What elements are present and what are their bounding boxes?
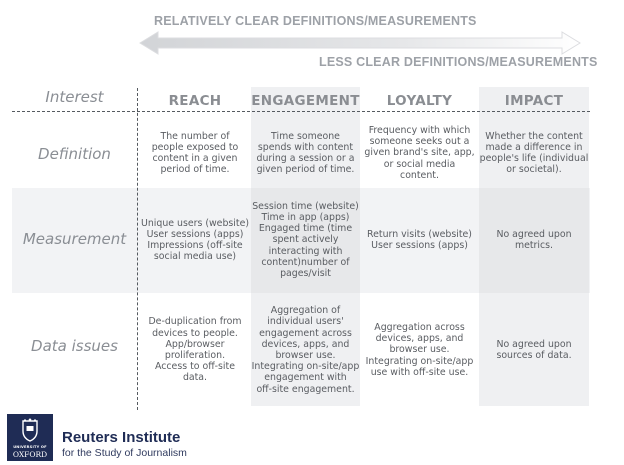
cell-engagement-data-issues: Aggregation of individual users' engagem… (251, 305, 360, 395)
institute-subtitle: for the Study of Journalism (62, 447, 187, 459)
column-header-engagement: ENGAGEMENT (251, 93, 360, 109)
oxford-crest-icon (22, 418, 38, 442)
cell-reach-definition: The number of people exposed to content … (151, 130, 239, 176)
scale-label-clear: RELATIVELY CLEAR DEFINITIONS/MEASUREMENT… (154, 14, 477, 28)
corner-label-interest: Interest (45, 88, 104, 106)
cell-impact-definition: Whether the content made a difference in… (479, 130, 589, 176)
cell-loyalty-measurement: Return visits (website) User sessions (a… (367, 228, 472, 251)
impact-measure-shade (479, 188, 589, 293)
column-header-reach: REACH (168, 93, 222, 109)
oxford-logo: UNIVERSITY OF OXFORD (7, 414, 53, 461)
logo-university-text: UNIVERSITY OF (13, 445, 47, 449)
cell-engagement-definition: Time someone spends with content during … (256, 130, 355, 176)
institute-name: Reuters Institute (62, 429, 181, 446)
header-divider (12, 111, 590, 112)
cell-engagement-measurement: Session time (website) Time in app (apps… (252, 200, 359, 279)
cell-reach-measurement: Unique users (website) User sessions (ap… (141, 217, 249, 263)
double-arrow-icon (139, 31, 581, 55)
row-label-definition: Definition (38, 145, 111, 163)
column-header-impact: IMPACT (504, 93, 564, 109)
cell-loyalty-data-issues: Aggregation across devices, apps, and br… (365, 321, 474, 378)
label-column-divider (137, 88, 138, 410)
logo-oxford-text: OXFORD (12, 450, 48, 459)
cell-reach-data-issues: De-duplication from devices to people. A… (148, 316, 242, 384)
scale-label-less-clear: LESS CLEAR DEFINITIONS/MEASUREMENTS (319, 55, 598, 69)
row-label-data-issues: Data issues (31, 337, 118, 355)
engagement-measure-shade (251, 188, 360, 293)
cell-loyalty-definition: Frequency with which someone seeks out a… (364, 124, 475, 181)
row-label-measurement: Measurement (22, 230, 127, 248)
cell-impact-measurement: No agreed upon metrics. (496, 228, 572, 251)
column-header-loyalty: LOYALTY (386, 93, 453, 109)
cell-impact-data-issues: No agreed upon sources of data. (496, 338, 572, 361)
